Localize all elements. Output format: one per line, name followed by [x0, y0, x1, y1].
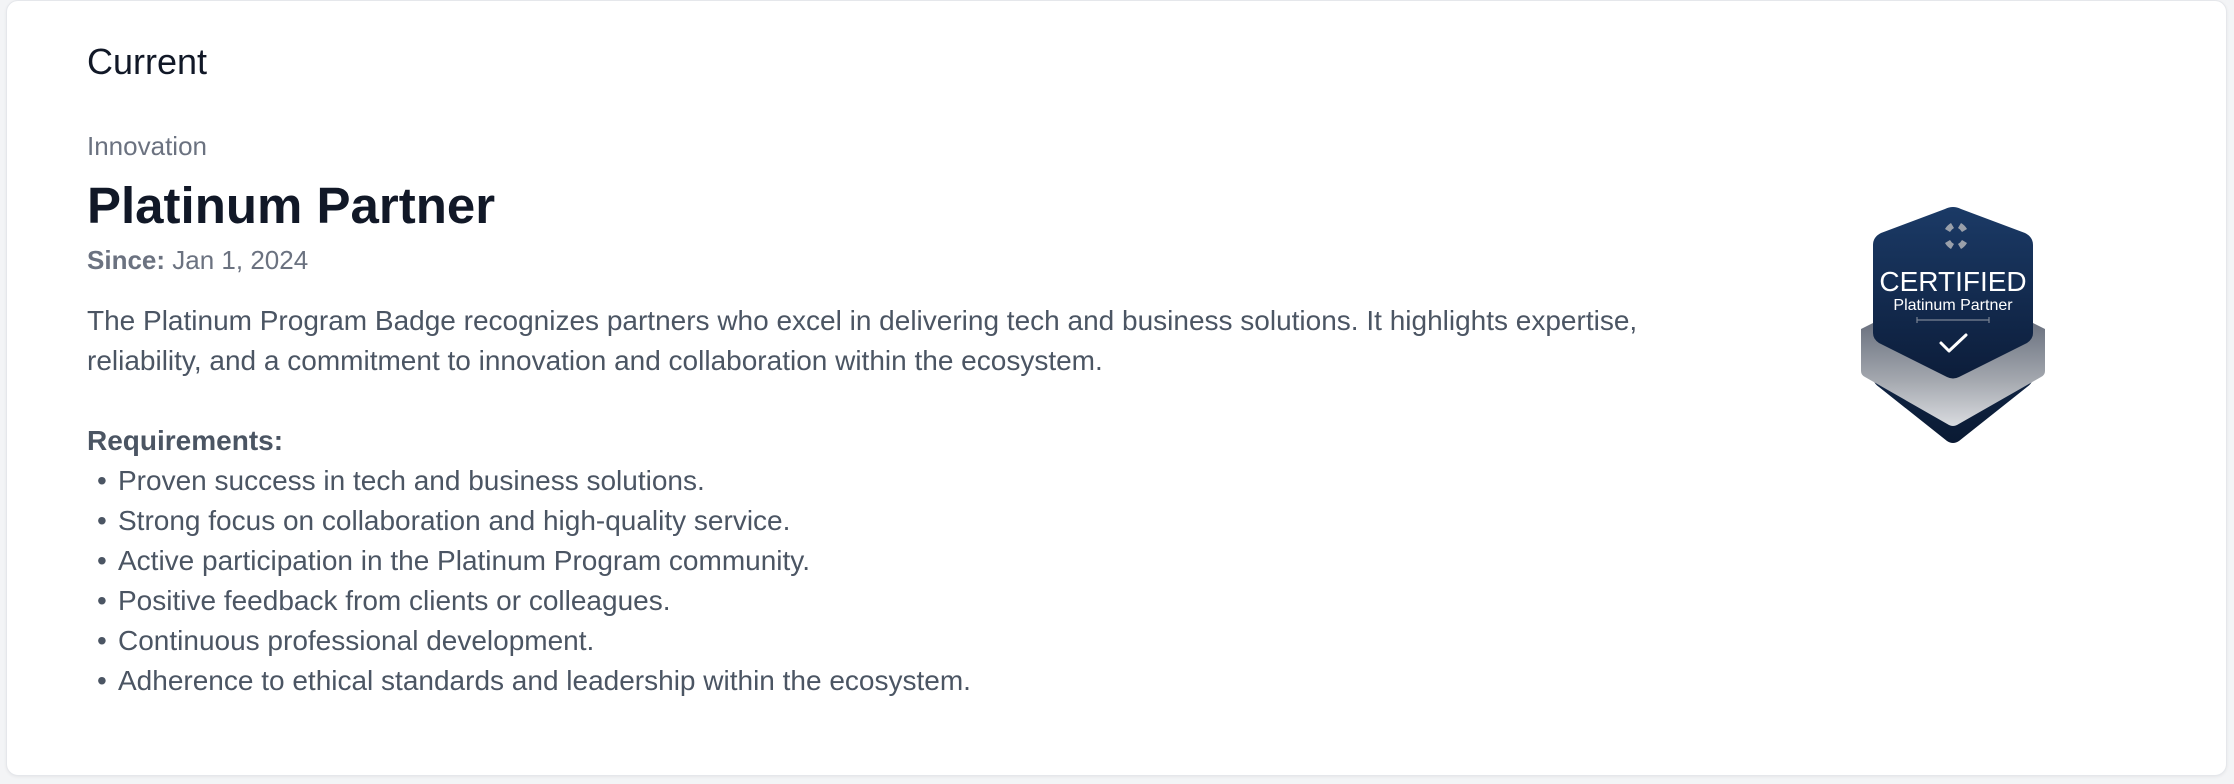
- requirement-item: • Strong focus on collaboration and high-…: [87, 501, 1647, 541]
- current-badge-card: Current Innovation Platinum Partner Sinc…: [6, 0, 2227, 776]
- bullet-icon: •: [97, 545, 107, 576]
- since-row: Since: Jan 1, 2024: [87, 243, 1647, 277]
- bullet-icon: •: [97, 625, 107, 656]
- bullet-icon: •: [97, 505, 107, 536]
- bullet-icon: •: [97, 585, 107, 616]
- badge-description: The Platinum Program Badge recognizes pa…: [87, 305, 1638, 376]
- badge-category: Innovation: [87, 131, 207, 161]
- badge-sub-text: Platinum Partner: [1893, 297, 2013, 314]
- requirement-item: • Proven success in tech and business sol…: [87, 461, 1647, 501]
- section-title: Current: [87, 41, 208, 82]
- requirement-text: Active participation in the Platinum Pro…: [118, 545, 810, 576]
- since-label: Since:: [87, 245, 166, 275]
- bullet-icon: •: [97, 465, 107, 496]
- requirement-item: • Continuous professional development.: [87, 621, 1647, 661]
- checkmark-icon: [1939, 333, 1968, 353]
- requirement-text: Continuous professional development.: [118, 625, 595, 656]
- since-date: Jan 1, 2024: [172, 245, 309, 275]
- requirement-text: Positive feedback from clients or collea…: [118, 585, 671, 616]
- requirement-item: • Active participation in the Platinum Pr…: [87, 541, 1647, 581]
- requirement-text: Adherence to ethical standards and leade…: [118, 665, 971, 696]
- requirements-list: • Proven success in tech and business sol…: [87, 461, 1647, 701]
- requirement-text: Strong focus on collaboration and high-q…: [118, 505, 791, 536]
- requirement-item: • Positive feedback from clients or colle…: [87, 581, 1647, 621]
- requirement-text: Proven success in tech and business solu…: [118, 465, 705, 496]
- bullet-icon: •: [97, 665, 107, 696]
- badge-main-text: CERTIFIED: [1879, 266, 2026, 297]
- requirements-heading: Requirements:: [87, 425, 284, 456]
- badge-title: Platinum Partner: [87, 177, 496, 234]
- badge-details: Innovation Platinum Partner Since: Jan 1…: [87, 129, 1647, 701]
- requirement-item: • Adherence to ethical standards and lead…: [87, 661, 1647, 701]
- logo-icon: [1945, 223, 1967, 249]
- certified-badge-image: CERTIFIED Platinum Partner: [1853, 199, 2053, 449]
